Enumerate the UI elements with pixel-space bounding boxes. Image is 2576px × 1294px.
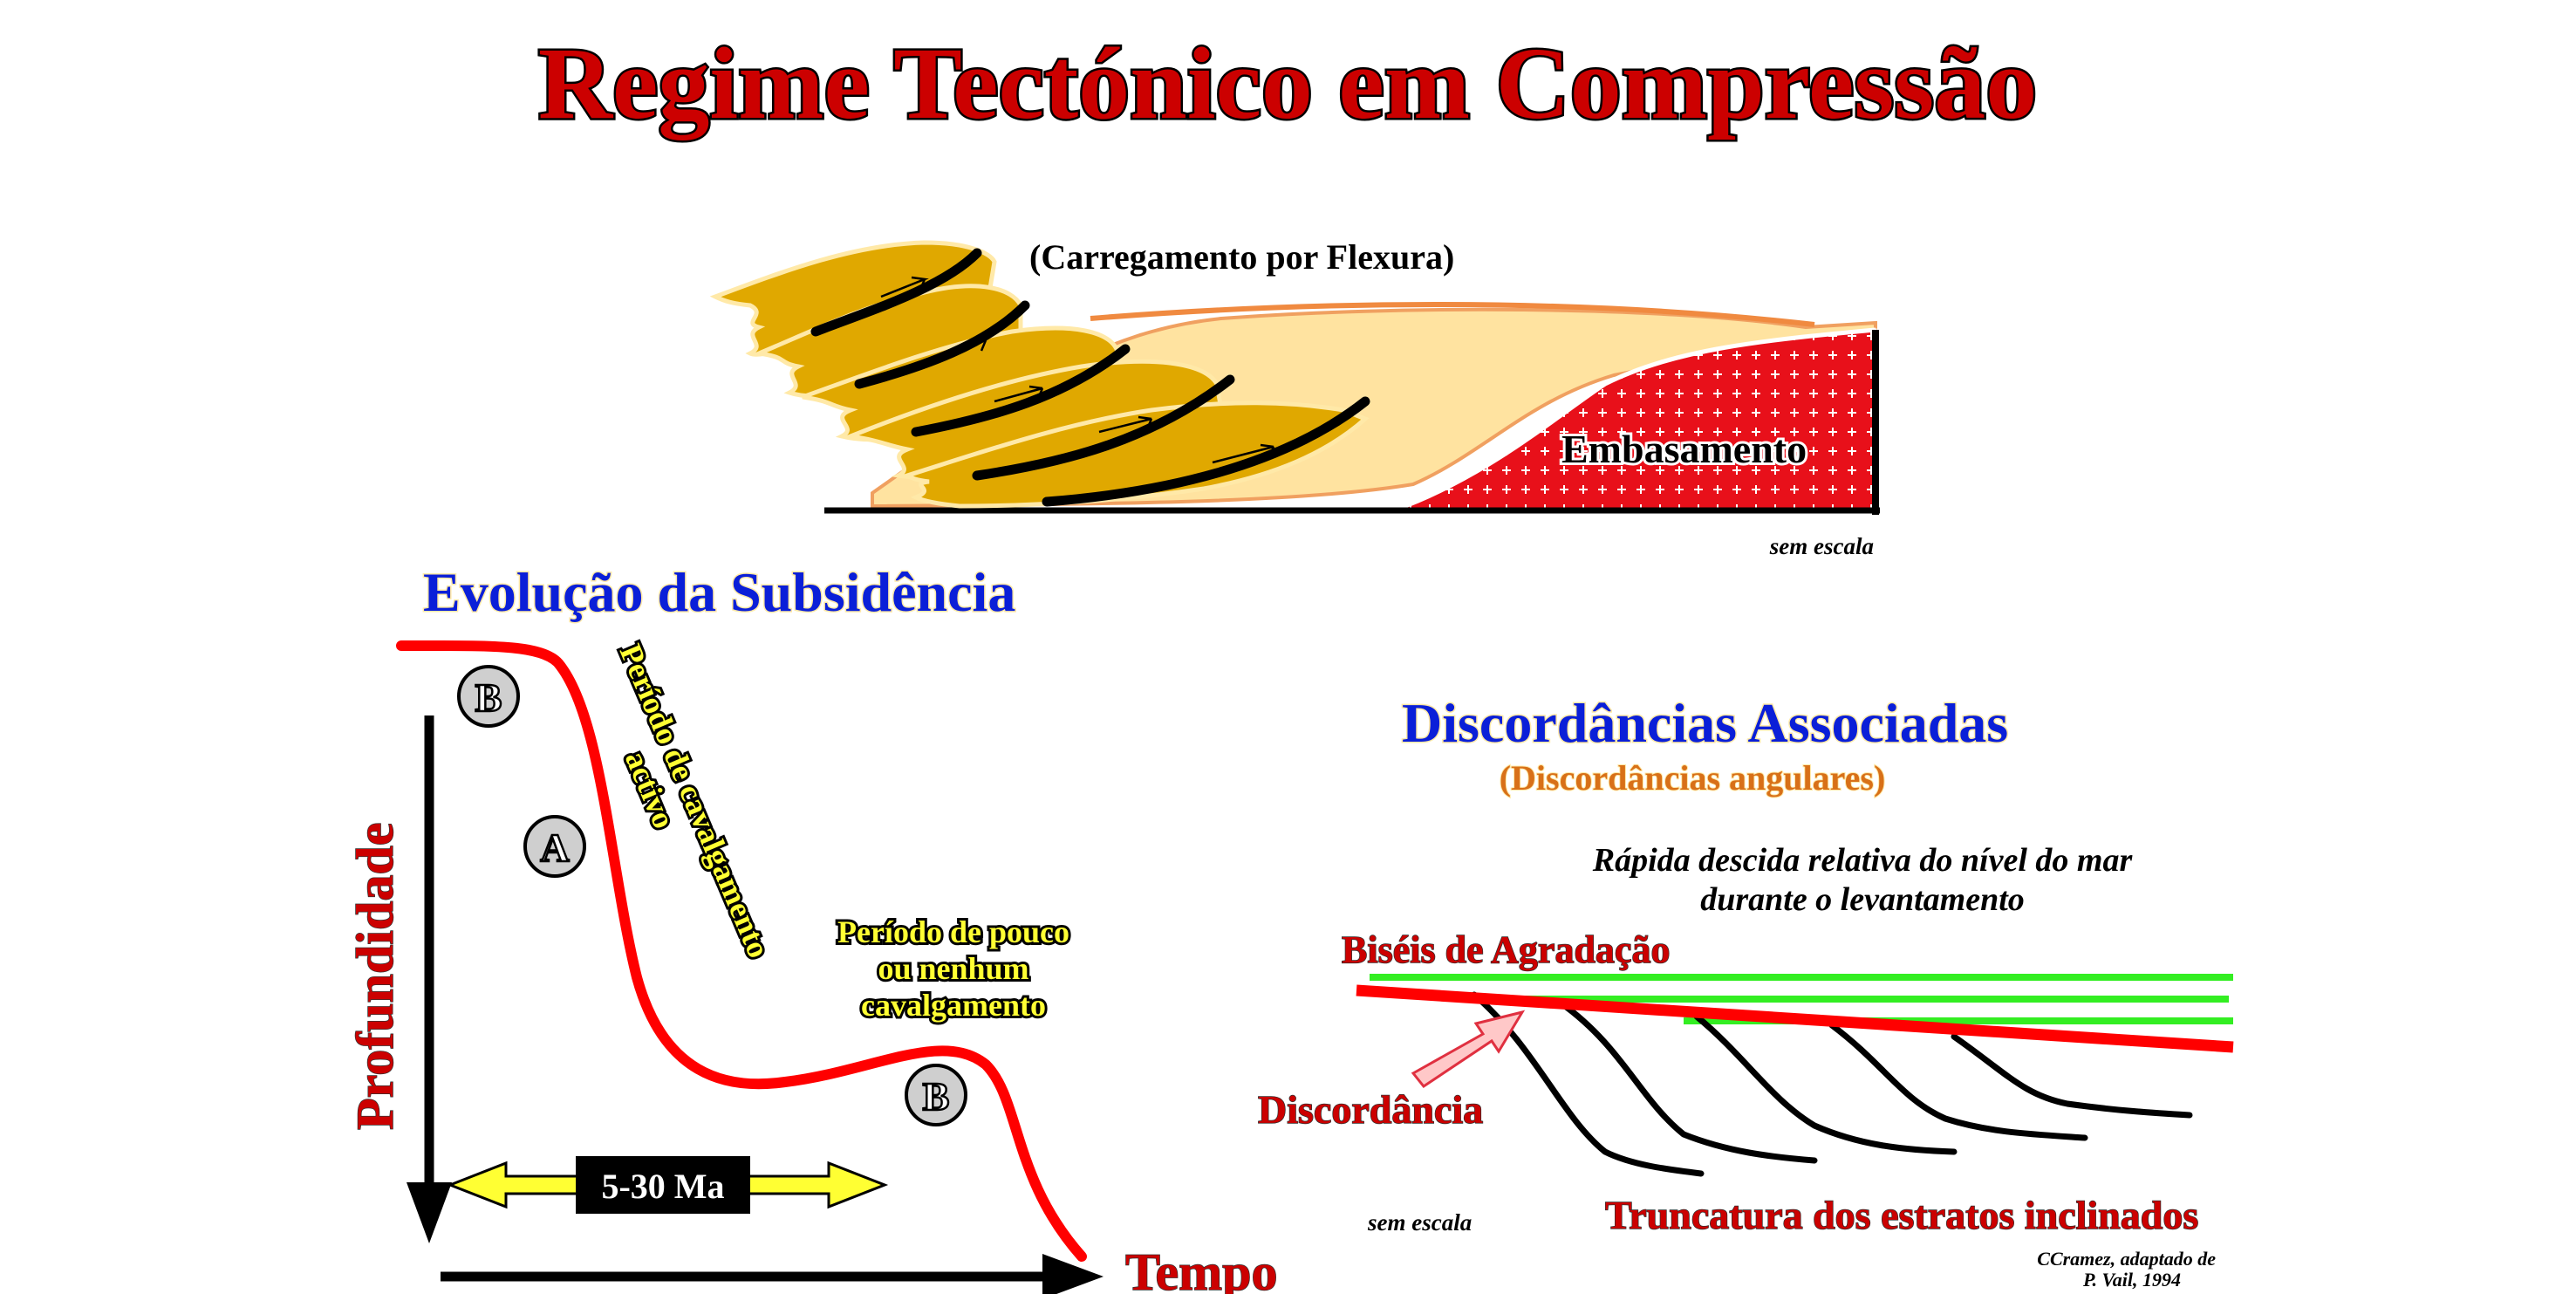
- subsidence-heading: Evolução da Subsidência: [423, 561, 1015, 623]
- y-axis-label: Profundidade: [346, 823, 404, 1130]
- unconformities-diagram: Discordâncias Associadas (Discordâncias …: [1257, 691, 2234, 1291]
- truncation-label: Truncatura dos estratos inclinados: [1605, 1193, 2198, 1237]
- subsidence-chart: Evolução da Subsidência Profundidade Tem…: [345, 560, 1278, 1294]
- sea-level-note-line2: durante o levantamento: [1700, 881, 2025, 918]
- credit-line1: CCramez, adaptado de: [2037, 1248, 2216, 1270]
- subsidence-curve: [396, 640, 1087, 1262]
- page-title: Regime Tectónico em Compressão: [538, 26, 2037, 140]
- duration-label: 5-30 Ma: [601, 1167, 724, 1206]
- bottom-scale-note: sem escala: [1367, 1209, 1472, 1236]
- svg-text:ou nenhum: ou nenhum: [878, 951, 1028, 986]
- slip-arrows: [880, 276, 1275, 464]
- thrust-fault-4: [972, 374, 1235, 481]
- unconformities-heading: Discordâncias Associadas: [1402, 692, 2008, 754]
- svg-text:Período de pouco: Período de pouco: [837, 914, 1069, 949]
- top-scale-note: sem escala: [1769, 533, 1874, 559]
- duration-box: [576, 1156, 750, 1214]
- svg-text:A: A: [540, 825, 569, 870]
- thrust-fault-1: [810, 248, 982, 337]
- unconformity-pointer-arrow: [1411, 1010, 1526, 1089]
- flexural-loading-diagram: (Carregamento por Flexura) Embasamento s…: [709, 237, 1880, 559]
- svg-text:B: B: [923, 1074, 950, 1119]
- thrust-fault-5: [1042, 396, 1370, 507]
- basement-label: Embasamento: [1561, 427, 1807, 471]
- flexural-loading-subtitle: (Carregamento por Flexura): [1029, 237, 1454, 277]
- svg-text:cavalgamento: cavalgamento: [861, 988, 1046, 1023]
- unconformities-subheading: (Discordâncias angulares): [1500, 758, 1886, 798]
- x-axis-label: Tempo: [1125, 1243, 1278, 1294]
- onlap-label: Biséis de Agradação: [1342, 928, 1670, 971]
- y-axis-arrowhead: [407, 1182, 452, 1243]
- marker-b-late: B: [905, 1064, 967, 1126]
- thrust-fault-3: [911, 344, 1131, 437]
- sea-level-note-line1: Rápida descida relativa do nível do mar: [1592, 842, 2134, 879]
- basement-top-surface: [1395, 327, 1876, 510]
- truncated-strata: [1471, 991, 2193, 1177]
- basin-top-surface: [1090, 301, 1815, 327]
- unconformity-label: Discordância: [1258, 1087, 1483, 1132]
- thrust-sheet-5: [901, 401, 1370, 509]
- marker-a: A: [523, 815, 586, 878]
- x-axis-arrowhead: [1042, 1254, 1104, 1294]
- duration-arrow: 5-30 Ma: [446, 1156, 889, 1214]
- unconformity-surface: [1356, 984, 2234, 1053]
- credit-line2: P. Vail, 1994: [2082, 1269, 2181, 1291]
- svg-text:B: B: [475, 675, 502, 720]
- quiet-period-label: Período de pouco ou nenhum cavalgamento: [835, 912, 1072, 1025]
- marker-b-early: B: [457, 665, 520, 728]
